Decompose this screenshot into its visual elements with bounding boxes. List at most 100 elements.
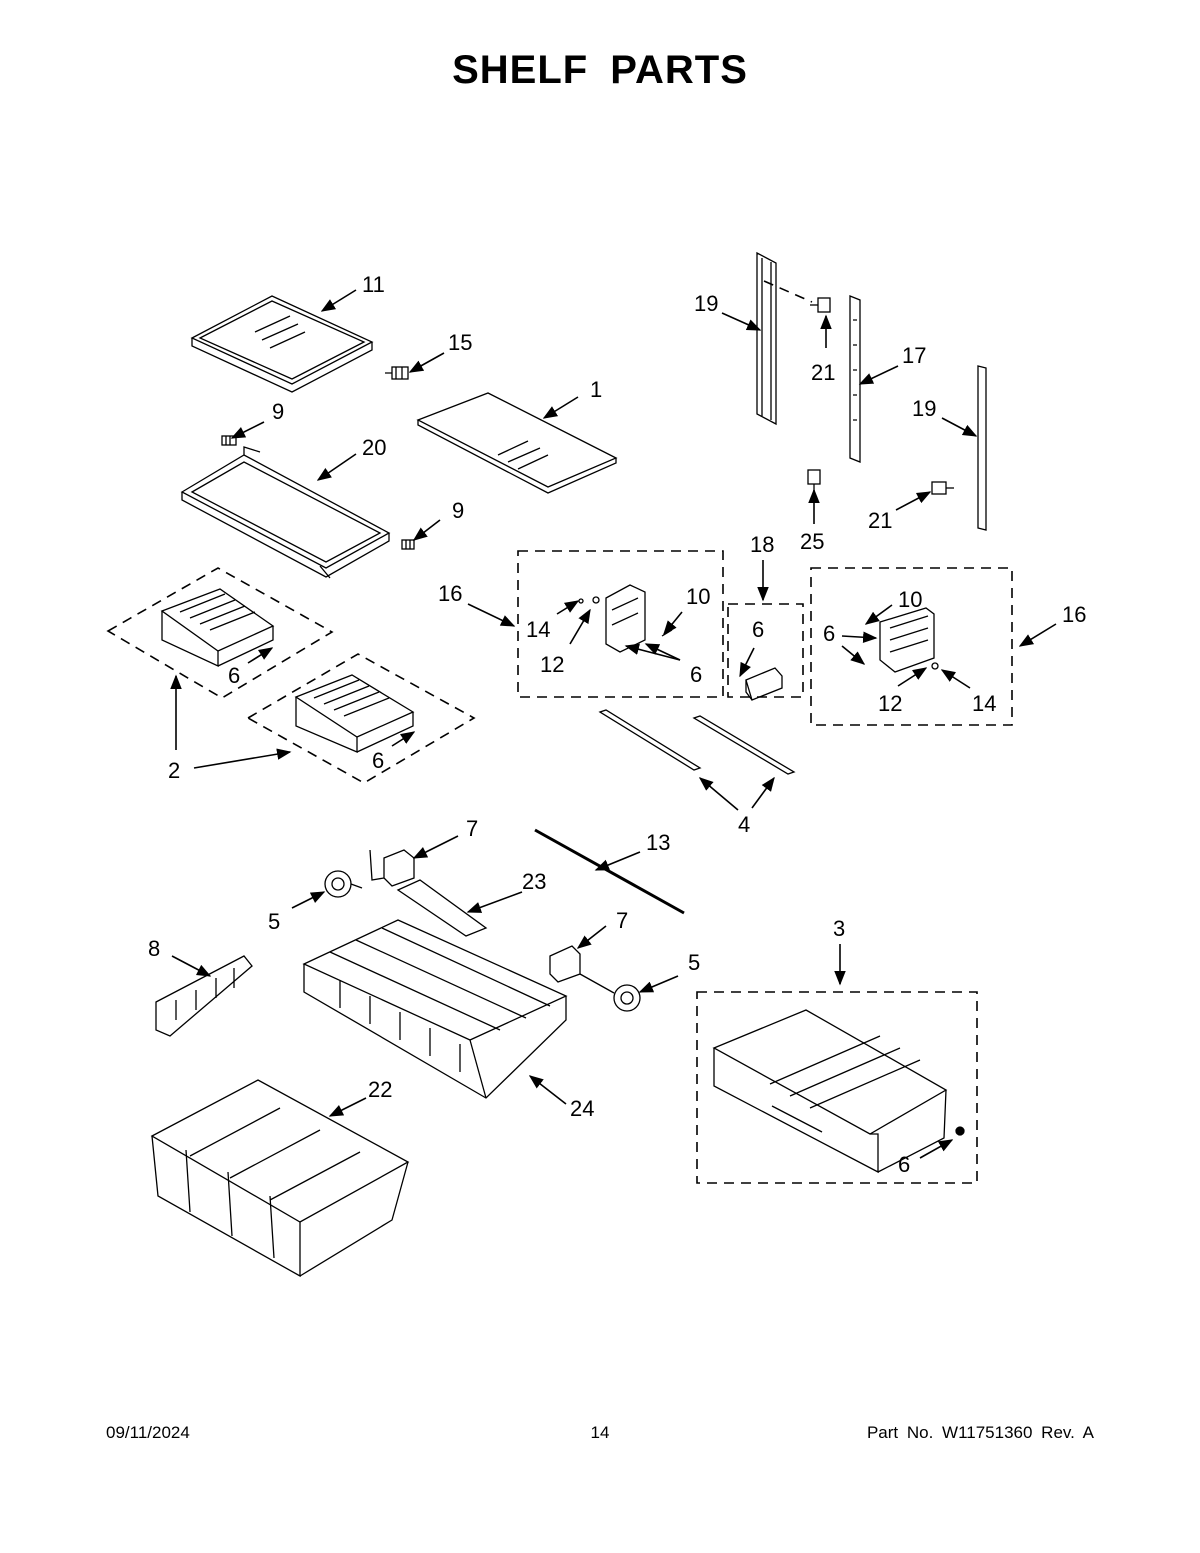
leader-10a xyxy=(663,611,683,636)
callout-1: 1 xyxy=(590,377,602,402)
callout-23: 23 xyxy=(522,869,546,894)
leader-10b xyxy=(864,604,893,625)
part-9-screw-bottom xyxy=(401,539,415,550)
part-23-divider xyxy=(396,879,488,937)
leader-5b xyxy=(638,975,679,993)
part-25-screw xyxy=(807,469,821,490)
leader-17 xyxy=(858,365,899,385)
leader-7b xyxy=(576,925,607,949)
leader-6c2 xyxy=(624,643,681,661)
leader-12a xyxy=(569,608,591,645)
part-5-gear-right xyxy=(579,973,641,1012)
leader-19b xyxy=(941,417,978,437)
leader-6d xyxy=(739,647,755,678)
part-2-drawer-lower xyxy=(294,674,415,753)
leader-14a xyxy=(556,600,580,615)
callout-6-group16-left: 6 xyxy=(690,662,702,687)
leader-13 xyxy=(594,851,641,871)
part-15-screw xyxy=(385,366,409,380)
part-1-glass-shelf xyxy=(416,392,618,494)
part-24-wire-basket xyxy=(302,919,568,1099)
callout-22: 22 xyxy=(368,1077,392,1102)
part-16-left-bracket xyxy=(578,584,673,653)
part-7-bracket-right xyxy=(549,945,581,983)
leader-4b xyxy=(751,776,775,809)
leader-6a xyxy=(247,647,274,664)
leader-5a xyxy=(291,891,326,909)
callout-10-right: 10 xyxy=(898,587,922,612)
callout-4: 4 xyxy=(738,812,750,837)
callout-16-left: 16 xyxy=(438,581,462,606)
leader-6e2 xyxy=(841,645,866,665)
callout-24: 24 xyxy=(570,1096,594,1121)
leader-20 xyxy=(316,453,357,481)
part-21-screw-top xyxy=(810,297,831,313)
callout-19-right: 19 xyxy=(912,396,936,421)
callout-9-bottom: 9 xyxy=(452,498,464,523)
callout-2: 2 xyxy=(168,758,180,783)
leader-16a xyxy=(467,603,516,627)
group-box-18 xyxy=(727,603,804,698)
callout-7-left: 7 xyxy=(466,816,478,841)
leader-15 xyxy=(408,352,445,373)
leader-6c1 xyxy=(644,643,681,661)
part-4-rail-right xyxy=(692,715,796,775)
part-19-rail-right xyxy=(977,365,987,531)
leader-6b xyxy=(391,731,416,747)
leader-19a xyxy=(721,312,762,331)
leader-22 xyxy=(328,1097,367,1117)
page-title: SHELF PARTS xyxy=(452,48,748,92)
callout-10-left: 10 xyxy=(686,584,710,609)
callout-13: 13 xyxy=(646,830,670,855)
group-box-drawer-lower xyxy=(246,653,476,784)
callout-12-right: 12 xyxy=(878,691,902,716)
callout-14-left: 14 xyxy=(526,617,550,642)
callout-6-group16-right: 6 xyxy=(823,621,835,646)
leader-7a xyxy=(412,835,459,859)
leader-11 xyxy=(320,289,357,312)
leader-16b xyxy=(1018,623,1057,647)
group-box-16-right xyxy=(810,567,1013,726)
part-22-freezer-basket xyxy=(150,1079,410,1278)
part-2-drawer-upper xyxy=(160,588,275,668)
part-19-rail-left xyxy=(756,251,777,426)
leader-24 xyxy=(528,1075,567,1105)
callout-16-right: 16 xyxy=(1062,602,1086,627)
callout-6-drawer-3: 6 xyxy=(898,1152,910,1177)
leader-2b xyxy=(193,748,292,769)
leader-6e1 xyxy=(841,631,878,643)
callout-5-left: 5 xyxy=(268,909,280,934)
part-13-rod xyxy=(534,828,685,915)
callout-5-right: 5 xyxy=(688,950,700,975)
callout-8: 8 xyxy=(148,936,160,961)
part-8-divider-panel xyxy=(155,955,253,1037)
leader-6g xyxy=(919,1139,954,1159)
callout-6-drawer-lower: 6 xyxy=(372,748,384,773)
callout-6-drawer-upper: 6 xyxy=(228,663,240,688)
callout-17: 17 xyxy=(902,343,926,368)
leader-4a xyxy=(698,777,739,811)
part-18-bracket xyxy=(745,667,783,701)
footer-date: 09/11/2024 xyxy=(106,1423,190,1442)
callout-18: 18 xyxy=(750,532,774,557)
callout-3: 3 xyxy=(833,916,845,941)
callout-21-top: 21 xyxy=(811,360,835,385)
callout-7-right: 7 xyxy=(616,908,628,933)
part-16-right-bracket xyxy=(879,607,939,673)
callout-12-left: 12 xyxy=(540,652,564,677)
callout-11: 11 xyxy=(362,272,385,297)
part-3-drawer xyxy=(712,1009,965,1174)
part-7-bracket-left xyxy=(369,849,415,887)
group-box-3 xyxy=(696,991,978,1184)
callout-15: 15 xyxy=(448,330,472,355)
leader-9b xyxy=(412,519,441,541)
callout-19-left: 19 xyxy=(694,291,718,316)
part-5-gear-left xyxy=(324,870,363,898)
leader-14b xyxy=(940,669,971,689)
footer-page-number: 14 xyxy=(590,1423,610,1442)
callout-9-top: 9 xyxy=(272,399,284,424)
part-21-screw-bottom xyxy=(931,481,954,495)
leader-1 xyxy=(542,396,579,419)
callout-21-bottom: 21 xyxy=(868,508,892,533)
